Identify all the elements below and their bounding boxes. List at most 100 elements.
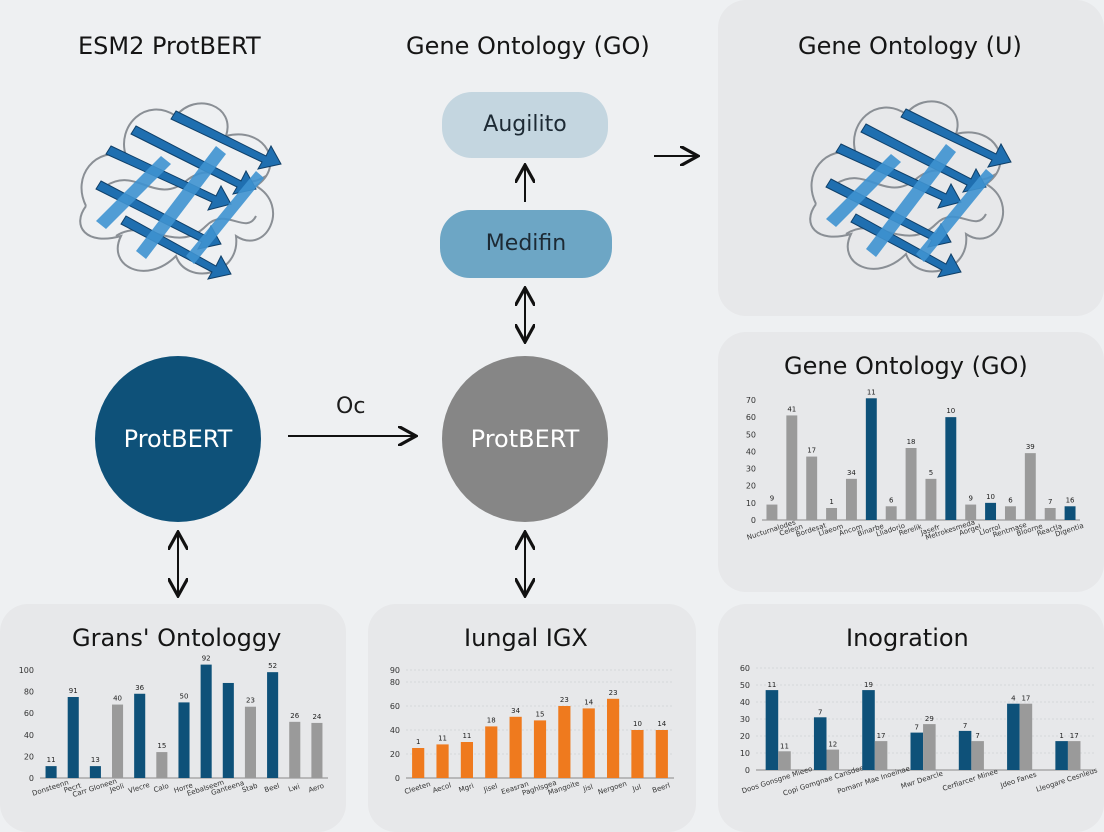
data-label: 6	[1008, 496, 1013, 504]
x-tick-label: Jisl	[581, 783, 594, 794]
x-tick-label: Beel	[263, 782, 280, 794]
data-label: 29	[925, 715, 934, 723]
bar	[436, 744, 449, 778]
x-tick-label: Cerfiarcer Minee	[942, 767, 999, 792]
y-tick-label: 40	[740, 698, 750, 707]
bar	[1067, 741, 1081, 770]
data-label: 17	[1070, 732, 1079, 740]
data-label: 10	[946, 407, 955, 415]
x-tick-label: Nergoen	[597, 780, 628, 797]
x-tick-label: Aecol	[432, 781, 453, 795]
y-tick-label: 40	[746, 447, 756, 456]
x-tick-label: Cleeten	[404, 780, 432, 796]
bar	[813, 717, 827, 770]
data-label: 6	[889, 496, 894, 504]
bar	[874, 741, 888, 770]
data-label: 9	[968, 495, 972, 503]
bar	[485, 726, 498, 778]
inogration-chart-title: Inogration	[846, 624, 969, 652]
x-tick-label: Mgri	[458, 782, 475, 794]
data-label: 14	[657, 720, 666, 728]
data-label: 36	[135, 684, 144, 692]
bar	[244, 706, 256, 778]
data-label: 4	[1011, 695, 1016, 703]
data-label: 52	[268, 662, 277, 670]
y-tick-label: 0	[29, 774, 34, 783]
bar	[845, 478, 857, 520]
bar	[910, 732, 924, 770]
x-tick-label: Calo	[153, 782, 170, 794]
data-label: 41	[787, 405, 796, 413]
protein-structure-icon-left	[79, 102, 282, 280]
data-label: 17	[1021, 695, 1030, 703]
grans-chart-title: Grans' Ontologgy	[72, 624, 282, 652]
y-tick-label: 80	[390, 678, 400, 687]
data-label: 11	[780, 742, 789, 750]
bar	[1007, 703, 1020, 770]
data-label: 11	[462, 732, 471, 740]
data-label: 9	[770, 495, 774, 503]
data-label: 5	[929, 469, 933, 477]
y-tick-label: 60	[740, 664, 750, 673]
y-tick-label: 0	[395, 774, 400, 783]
protbert-center-node[interactable]: ProtBERT	[442, 356, 608, 522]
data-label: 91	[69, 687, 78, 695]
data-label: 1	[1059, 732, 1063, 740]
y-tick-label: 0	[745, 766, 750, 775]
bar	[865, 398, 877, 520]
bar	[607, 698, 620, 778]
augilito-node[interactable]: Augilito	[442, 92, 608, 158]
y-tick-label: 30	[740, 715, 750, 724]
data-label: 26	[290, 712, 299, 720]
bar	[311, 722, 323, 778]
go-center-title: Gene Ontology (GO)	[406, 32, 650, 60]
protbert-left-node[interactable]: ProtBERT	[95, 356, 261, 522]
bar	[1055, 741, 1068, 770]
y-tick-label: 10	[746, 499, 756, 508]
bar	[905, 448, 917, 520]
bar	[862, 690, 875, 770]
bar	[1004, 506, 1016, 520]
bar	[267, 672, 279, 778]
go-chart-title: Gene Ontology (GO)	[784, 352, 1028, 380]
data-label: 18	[487, 716, 496, 724]
data-label: 10	[986, 493, 995, 501]
y-tick-label: 60	[390, 702, 400, 711]
bar	[412, 748, 425, 778]
data-label: 50	[180, 692, 189, 700]
x-tick-label: Jisel	[482, 782, 499, 794]
bar	[885, 506, 897, 520]
data-label: 92	[202, 655, 211, 663]
data-label: 17	[877, 732, 886, 740]
iungal-chart-title: Iungal IGX	[464, 624, 588, 652]
y-tick-label: 50	[746, 430, 756, 439]
bar	[558, 706, 571, 778]
iungal-igx-panel	[368, 604, 696, 832]
bar	[826, 749, 840, 770]
data-label: 39	[1026, 443, 1035, 451]
bar	[655, 730, 668, 778]
bar	[533, 720, 547, 778]
data-label: 14	[584, 698, 593, 706]
x-tick-label: Beerl	[651, 781, 671, 794]
data-label: 1	[829, 498, 833, 506]
bar	[200, 664, 212, 778]
x-tick-label: Vlecre	[127, 781, 150, 795]
data-label: 7	[1048, 498, 1052, 506]
data-label: 13	[91, 756, 100, 764]
medifin-node[interactable]: Medifin	[440, 210, 612, 278]
bar	[923, 724, 936, 770]
bar	[222, 682, 234, 778]
go-bar-chart: 0102030405060709Nucturnalodes41Celeon17B…	[746, 388, 1085, 542]
data-label: 34	[847, 469, 856, 477]
edge-label-oc: Oc	[336, 394, 366, 419]
data-label: 10	[633, 720, 642, 728]
y-tick-label: 90	[390, 666, 400, 675]
y-tick-label: 50	[740, 681, 750, 690]
x-tick-label: Lwi	[287, 782, 301, 793]
bar	[958, 730, 972, 770]
y-tick-label: 20	[390, 750, 400, 759]
bar	[1064, 506, 1076, 520]
